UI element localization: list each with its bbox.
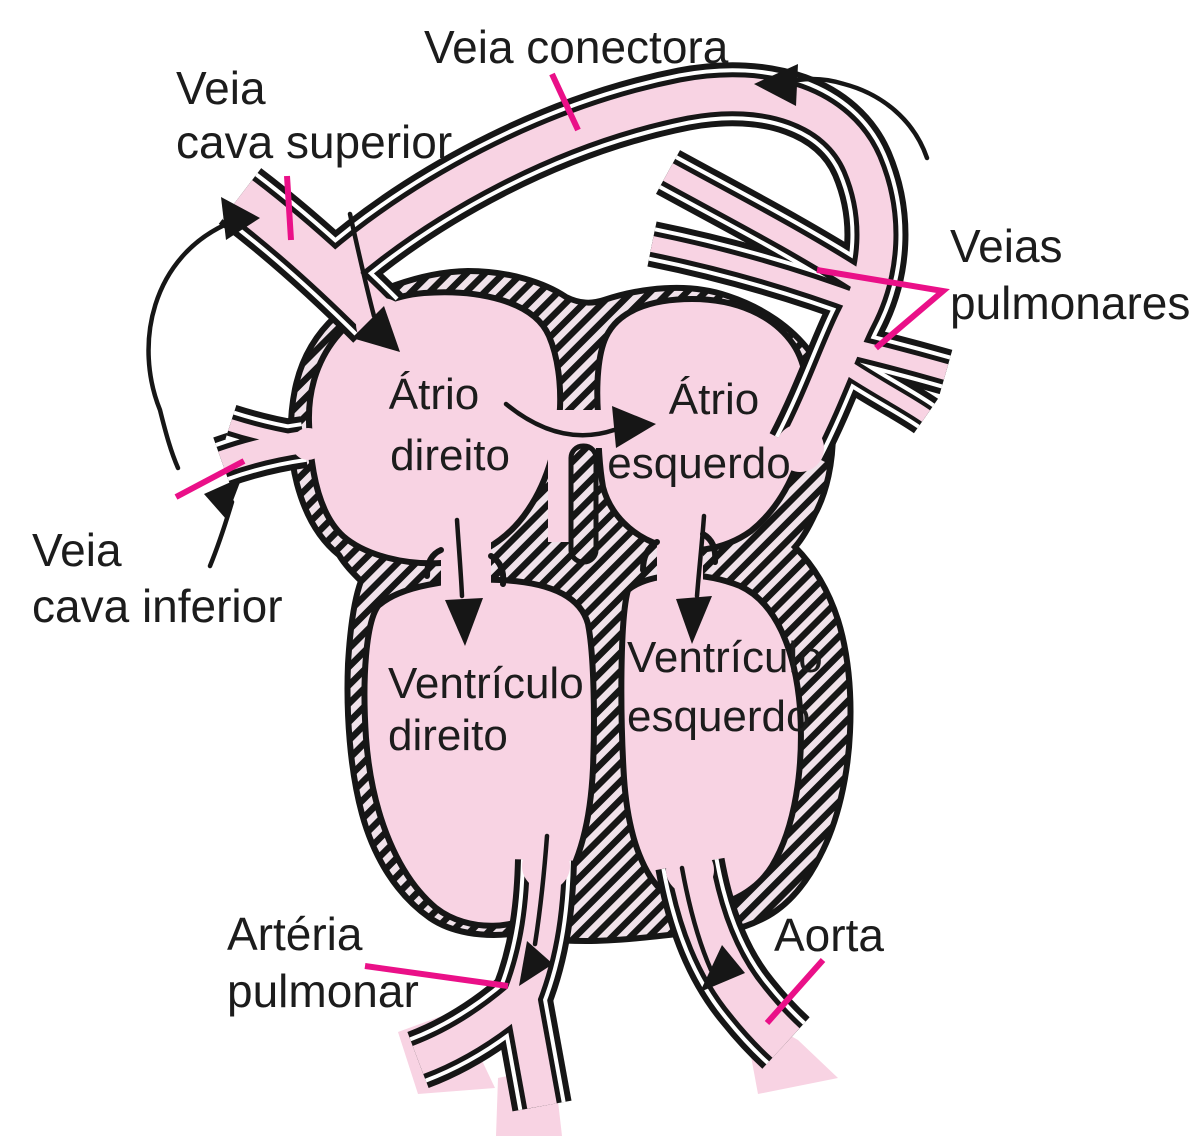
blood-flow-arrows <box>146 64 930 992</box>
leader-veia-cava-inferior <box>174 458 246 500</box>
label-atrio-direito-line1: Átrio <box>389 370 479 419</box>
systemic-return-arrow-line <box>146 219 234 471</box>
valve-curl <box>700 531 719 565</box>
left-ventricle-chamber <box>618 572 804 909</box>
connecting-vein-flow-line <box>795 76 930 161</box>
aorta-ventricle-junction <box>666 846 714 894</box>
label-ventriculo-esquerdo-line2: esquerdo <box>627 692 810 741</box>
label-veias-pulmonares-line2: pulmonares <box>950 277 1190 329</box>
diagram-labels: Veia conectora Veia cava superior Veias … <box>32 21 1190 1017</box>
ra-to-la-arrowhead <box>612 406 656 448</box>
label-arteria-pulmonar-line1: Artéria <box>227 908 363 960</box>
ra-to-rv-arrowhead <box>445 598 483 646</box>
valve-curl <box>424 547 444 579</box>
label-veia-cava-inferior-line2: cava inferior <box>32 580 283 632</box>
pulm-atrium-junction <box>776 424 824 472</box>
label-arteria-pulmonar-line2: pulmonar <box>227 965 419 1017</box>
label-veia-cava-superior-line1: Veia <box>176 62 266 114</box>
svc-to-ra-arrow-line <box>347 211 377 319</box>
label-veia-cava-superior-line2: cava superior <box>176 116 452 168</box>
label-veias-pulmonares-line1: Veias <box>950 220 1063 272</box>
leader-veia-conectora <box>549 72 581 132</box>
label-ventriculo-esquerdo-line1: Ventrículo <box>627 633 823 682</box>
pa-fork-junction <box>508 986 536 1014</box>
valve-curl <box>488 553 507 587</box>
lv-to-aorta-arrowhead <box>700 945 745 992</box>
connecting-vein-flow-arrowhead <box>754 64 798 106</box>
leader-veias-pulmonares <box>816 267 950 351</box>
la-to-lv-arrowhead <box>676 596 712 644</box>
label-atrio-esquerdo-line1: Átrio <box>669 375 759 424</box>
rv-to-pa-arrow-line <box>532 833 550 947</box>
label-ventriculo-direito-line2: direito <box>388 711 508 760</box>
lv-to-aorta-arrow-line <box>679 865 714 973</box>
label-veia-conectora: Veia conectora <box>424 21 729 73</box>
label-atrio-direito-line2: direito <box>390 431 510 480</box>
ra-to-la-arrow-line <box>503 401 617 438</box>
interatrial-septum-column <box>568 443 599 565</box>
la-to-lv-arrow-line <box>694 513 707 599</box>
label-atrio-esquerdo-line2: esquerdo <box>607 439 790 488</box>
ivc-pointer-arrowhead <box>204 477 242 519</box>
leader-arteria-pulmonar <box>364 963 509 989</box>
svc-to-ra-arrowhead <box>352 306 400 352</box>
ra-to-rv-arrow-line <box>454 517 465 599</box>
leader-aorta <box>764 958 826 1025</box>
leader-veia-cava-superior <box>284 175 294 241</box>
valve-wall-ends <box>424 531 719 587</box>
ivc-atrium-junction <box>292 428 324 460</box>
label-veia-cava-inferior-line1: Veia <box>32 524 122 576</box>
label-aorta: Aorta <box>774 909 884 961</box>
systemic-return-arrowhead <box>221 197 260 240</box>
rv-to-pa-arrowhead <box>519 941 553 986</box>
label-leader-lines <box>174 72 950 1025</box>
label-ventriculo-direito-line1: Ventrículo <box>388 659 584 708</box>
valve-curl <box>640 539 660 573</box>
